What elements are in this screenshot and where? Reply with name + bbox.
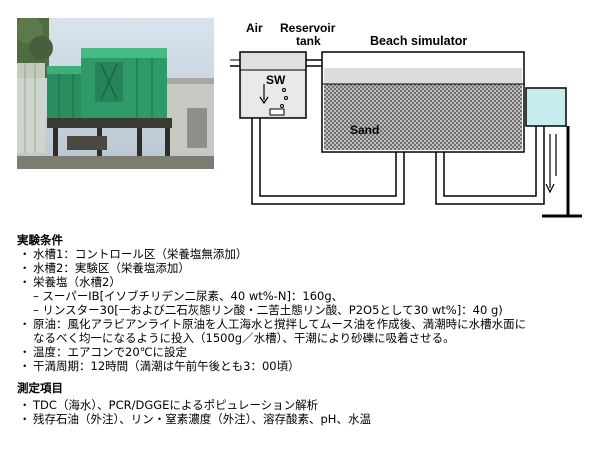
list-item-continuation: なるべく均一になるように投入（1500g／水槽）、干潮により砂礫に吸着させる。 (33, 331, 455, 345)
conditions-heading: 実験条件 (17, 233, 63, 247)
list-item: ・栄養塩（水槽2） (19, 275, 121, 289)
sub-list-item: – スーパーIB[イソブチリデン二尿素、40 wt%-N]：160g、 (33, 289, 344, 303)
list-item: ・TDC（海水）、PCR/DGGEによるポピュレーション解析 (19, 398, 319, 412)
pipe-reservoir-bottom (251, 118, 405, 205)
list-item: ・原油：風化アラビアンライト原油を人工海水と撹拌してムース油を作成後、満潮時に水… (19, 317, 527, 331)
sand-label: Sand (350, 123, 379, 137)
experiment-photo (17, 18, 214, 169)
air-stone (269, 108, 285, 116)
list-item: ・水槽2：実験区（栄養塩添加） (19, 261, 190, 275)
air-bubble (282, 88, 286, 92)
beach-simulator-label: Beach simulator (370, 34, 467, 48)
sw-label: SW (266, 73, 286, 87)
list-item: ・温度：エアコンで20℃に設定 (19, 345, 188, 359)
measurements-list: ・TDC（海水）、PCR/DGGEによるポピュレーション解析 ・残存石油（外注）… (17, 398, 590, 426)
list-item: ・残存石油（外注）、リン・窒素濃度（外注）、溶存酸素、pH、水温 (19, 412, 371, 426)
air-bubble (280, 104, 284, 108)
list-item: ・干満周期：12時間（満潮は午前午後とも3：00頃） (19, 359, 300, 373)
air-label: Air (246, 21, 263, 35)
conditions-list: ・水槽1：コントロール区（栄養塩無添加） ・水槽2：実験区（栄養塩添加） ・栄養… (17, 247, 590, 373)
air-bubble (284, 96, 288, 100)
beach-water-band (324, 68, 522, 84)
reservoir-label: Reservoir (280, 21, 336, 35)
tide-tank (525, 87, 567, 127)
pipe-beach-bottom (435, 126, 545, 205)
reservoir-label-tank: tank (296, 34, 321, 48)
reservoir-water (242, 70, 304, 116)
measurements-heading: 測定項目 (17, 381, 63, 395)
sand-layer (324, 84, 522, 150)
beach-simulator-diagram: Air Reservoir tank Beach simulator SW Sa… (230, 21, 582, 218)
sub-list-item: – リンスター30[一および二石灰態リン酸・二苦土態リン酸、P2O5として30 … (33, 303, 503, 317)
list-item: ・水槽1：コントロール区（栄養塩無添加） (19, 247, 248, 261)
